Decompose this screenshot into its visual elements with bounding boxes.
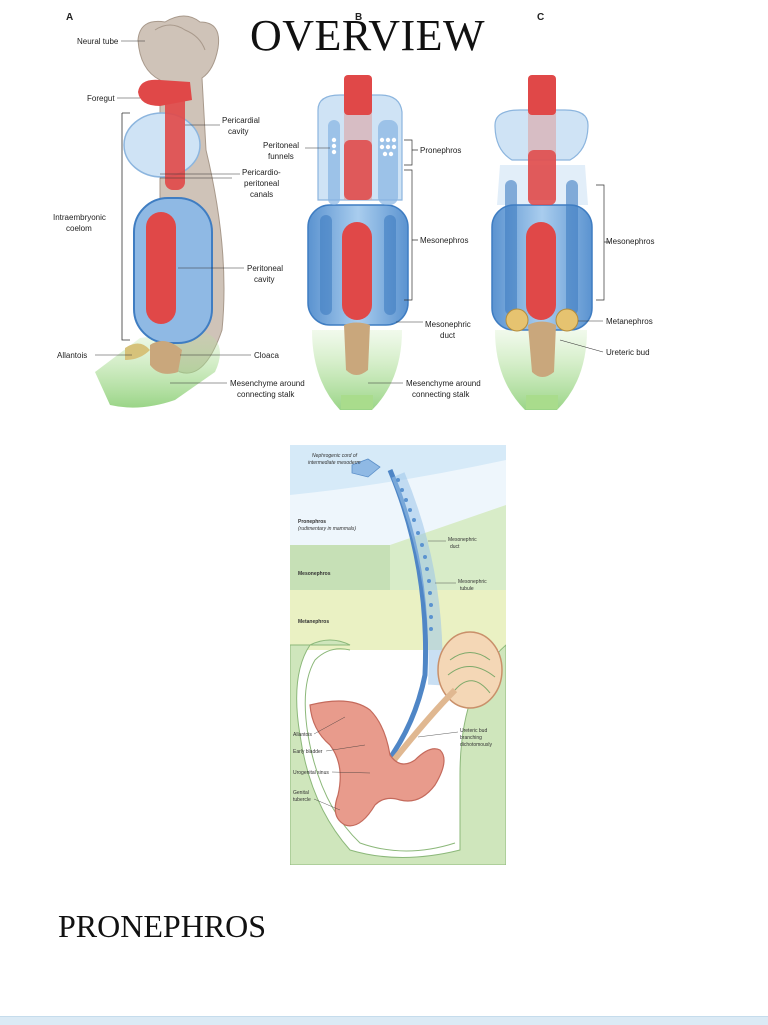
- panel-b-embryo: [307, 75, 418, 410]
- label-nephrogenic-cord-1: Nephrogenic cord of: [312, 453, 358, 459]
- label-peritoneal-funnels-2: funnels: [268, 152, 294, 161]
- label-urogenital-sinus: Urogenital sinus: [293, 770, 329, 776]
- panel-letter-a: A: [66, 12, 73, 23]
- label-mesonephric-duct-bottom-1: Mesonephric: [448, 537, 477, 543]
- label-allantois-bottom: Allantois: [293, 732, 312, 738]
- label-intraembryonic-coelom-2: coelom: [66, 224, 92, 233]
- label-mesonephros-b: Mesonephros: [420, 236, 468, 245]
- label-genital-tubercle-1: Genital: [293, 790, 309, 796]
- next-section-band: [0, 1016, 768, 1025]
- panel-a-embryo: [95, 15, 225, 408]
- label-pericardioperitoneal-3: canals: [250, 190, 273, 199]
- label-pronephros-bottom-2: (rudimentary in mammals): [298, 526, 356, 532]
- panel-c-embryo: [491, 75, 610, 410]
- label-pericardial-cavity-2: cavity: [228, 127, 248, 136]
- label-mesonephros-c: Mesonephros: [606, 237, 654, 246]
- label-genital-tubercle-2: tubercle: [293, 797, 311, 803]
- label-mesenchyme-b-1: Mesenchyme around: [406, 379, 481, 388]
- label-intraembryonic-coelom-1: Intraembryonic: [53, 213, 106, 222]
- label-mesenchyme-b-2: connecting stalk: [412, 390, 470, 399]
- label-pronephros-bottom-1: Pronephros: [298, 519, 326, 525]
- label-mesonephric-duct-1: Mesonephric: [425, 320, 471, 329]
- section-heading: PRONEPHROS: [58, 908, 267, 944]
- label-mesonephric-tubule-2: tubule: [460, 586, 474, 592]
- panel-b-labels: Peritoneal funnels Pronephros Mesonephro…: [263, 141, 481, 399]
- label-mesonephros-bottom: Mesonephros: [298, 571, 331, 577]
- label-pericardioperitoneal-1: Pericardio-: [242, 168, 281, 177]
- label-pronephros: Pronephros: [420, 146, 461, 155]
- bladder-sinus: [309, 700, 445, 827]
- label-mesenchyme-a-2: connecting stalk: [237, 390, 295, 399]
- nephrogenic-cord-figure: Nephrogenic cord of intermediate mesoder…: [290, 445, 506, 865]
- panel-a-labels: Neural tube Foregut Pericardial cavity P…: [53, 37, 305, 399]
- label-mesenchyme-a-1: Mesenchyme around: [230, 379, 305, 388]
- label-neural-tube: Neural tube: [77, 37, 119, 46]
- label-foregut: Foregut: [87, 94, 115, 103]
- label-mesonephric-duct-2: duct: [440, 331, 456, 340]
- label-peritoneal-cavity-2: cavity: [254, 275, 274, 284]
- label-pericardioperitoneal-2: peritoneal: [244, 179, 279, 188]
- label-nephrogenic-cord-2: intermediate mesoderm: [308, 460, 361, 466]
- label-ureteric-bud-bottom-1: Ureteric bud: [460, 728, 487, 734]
- panel-letter-b: B: [355, 12, 362, 23]
- label-peritoneal-funnels-1: Peritoneal: [263, 141, 299, 150]
- label-metanephros-bottom: Metanephros: [298, 619, 329, 625]
- label-ureteric-bud-c: Ureteric bud: [606, 348, 650, 357]
- label-allantois: Allantois: [57, 351, 87, 360]
- page-title: OVERVIEW: [250, 11, 486, 60]
- ureteric-bud: [387, 687, 458, 767]
- panel-c-labels: Mesonephros Metanephros Ureteric bud: [559, 237, 654, 357]
- mesonephric-tubules: [396, 478, 433, 631]
- panel-letter-c: C: [537, 12, 544, 23]
- label-metanephros-c: Metanephros: [606, 317, 653, 326]
- label-ureteric-bud-bottom-3: dichotomously: [460, 742, 492, 748]
- label-ureteric-bud-bottom-2: branching: [460, 735, 482, 741]
- kidney-development-overview-figure: A B C Neural tube Foregut Pericardial ca…: [53, 12, 654, 410]
- label-mesonephric-tubule-1: Mesonephric: [458, 579, 487, 585]
- label-cloaca: Cloaca: [254, 351, 279, 360]
- label-early-bladder: Early bladder: [293, 749, 323, 755]
- label-peritoneal-cavity-1: Peritoneal: [247, 264, 283, 273]
- label-mesonephric-duct-bottom-2: duct: [450, 544, 460, 550]
- label-pericardial-cavity-1: Pericardial: [222, 116, 260, 125]
